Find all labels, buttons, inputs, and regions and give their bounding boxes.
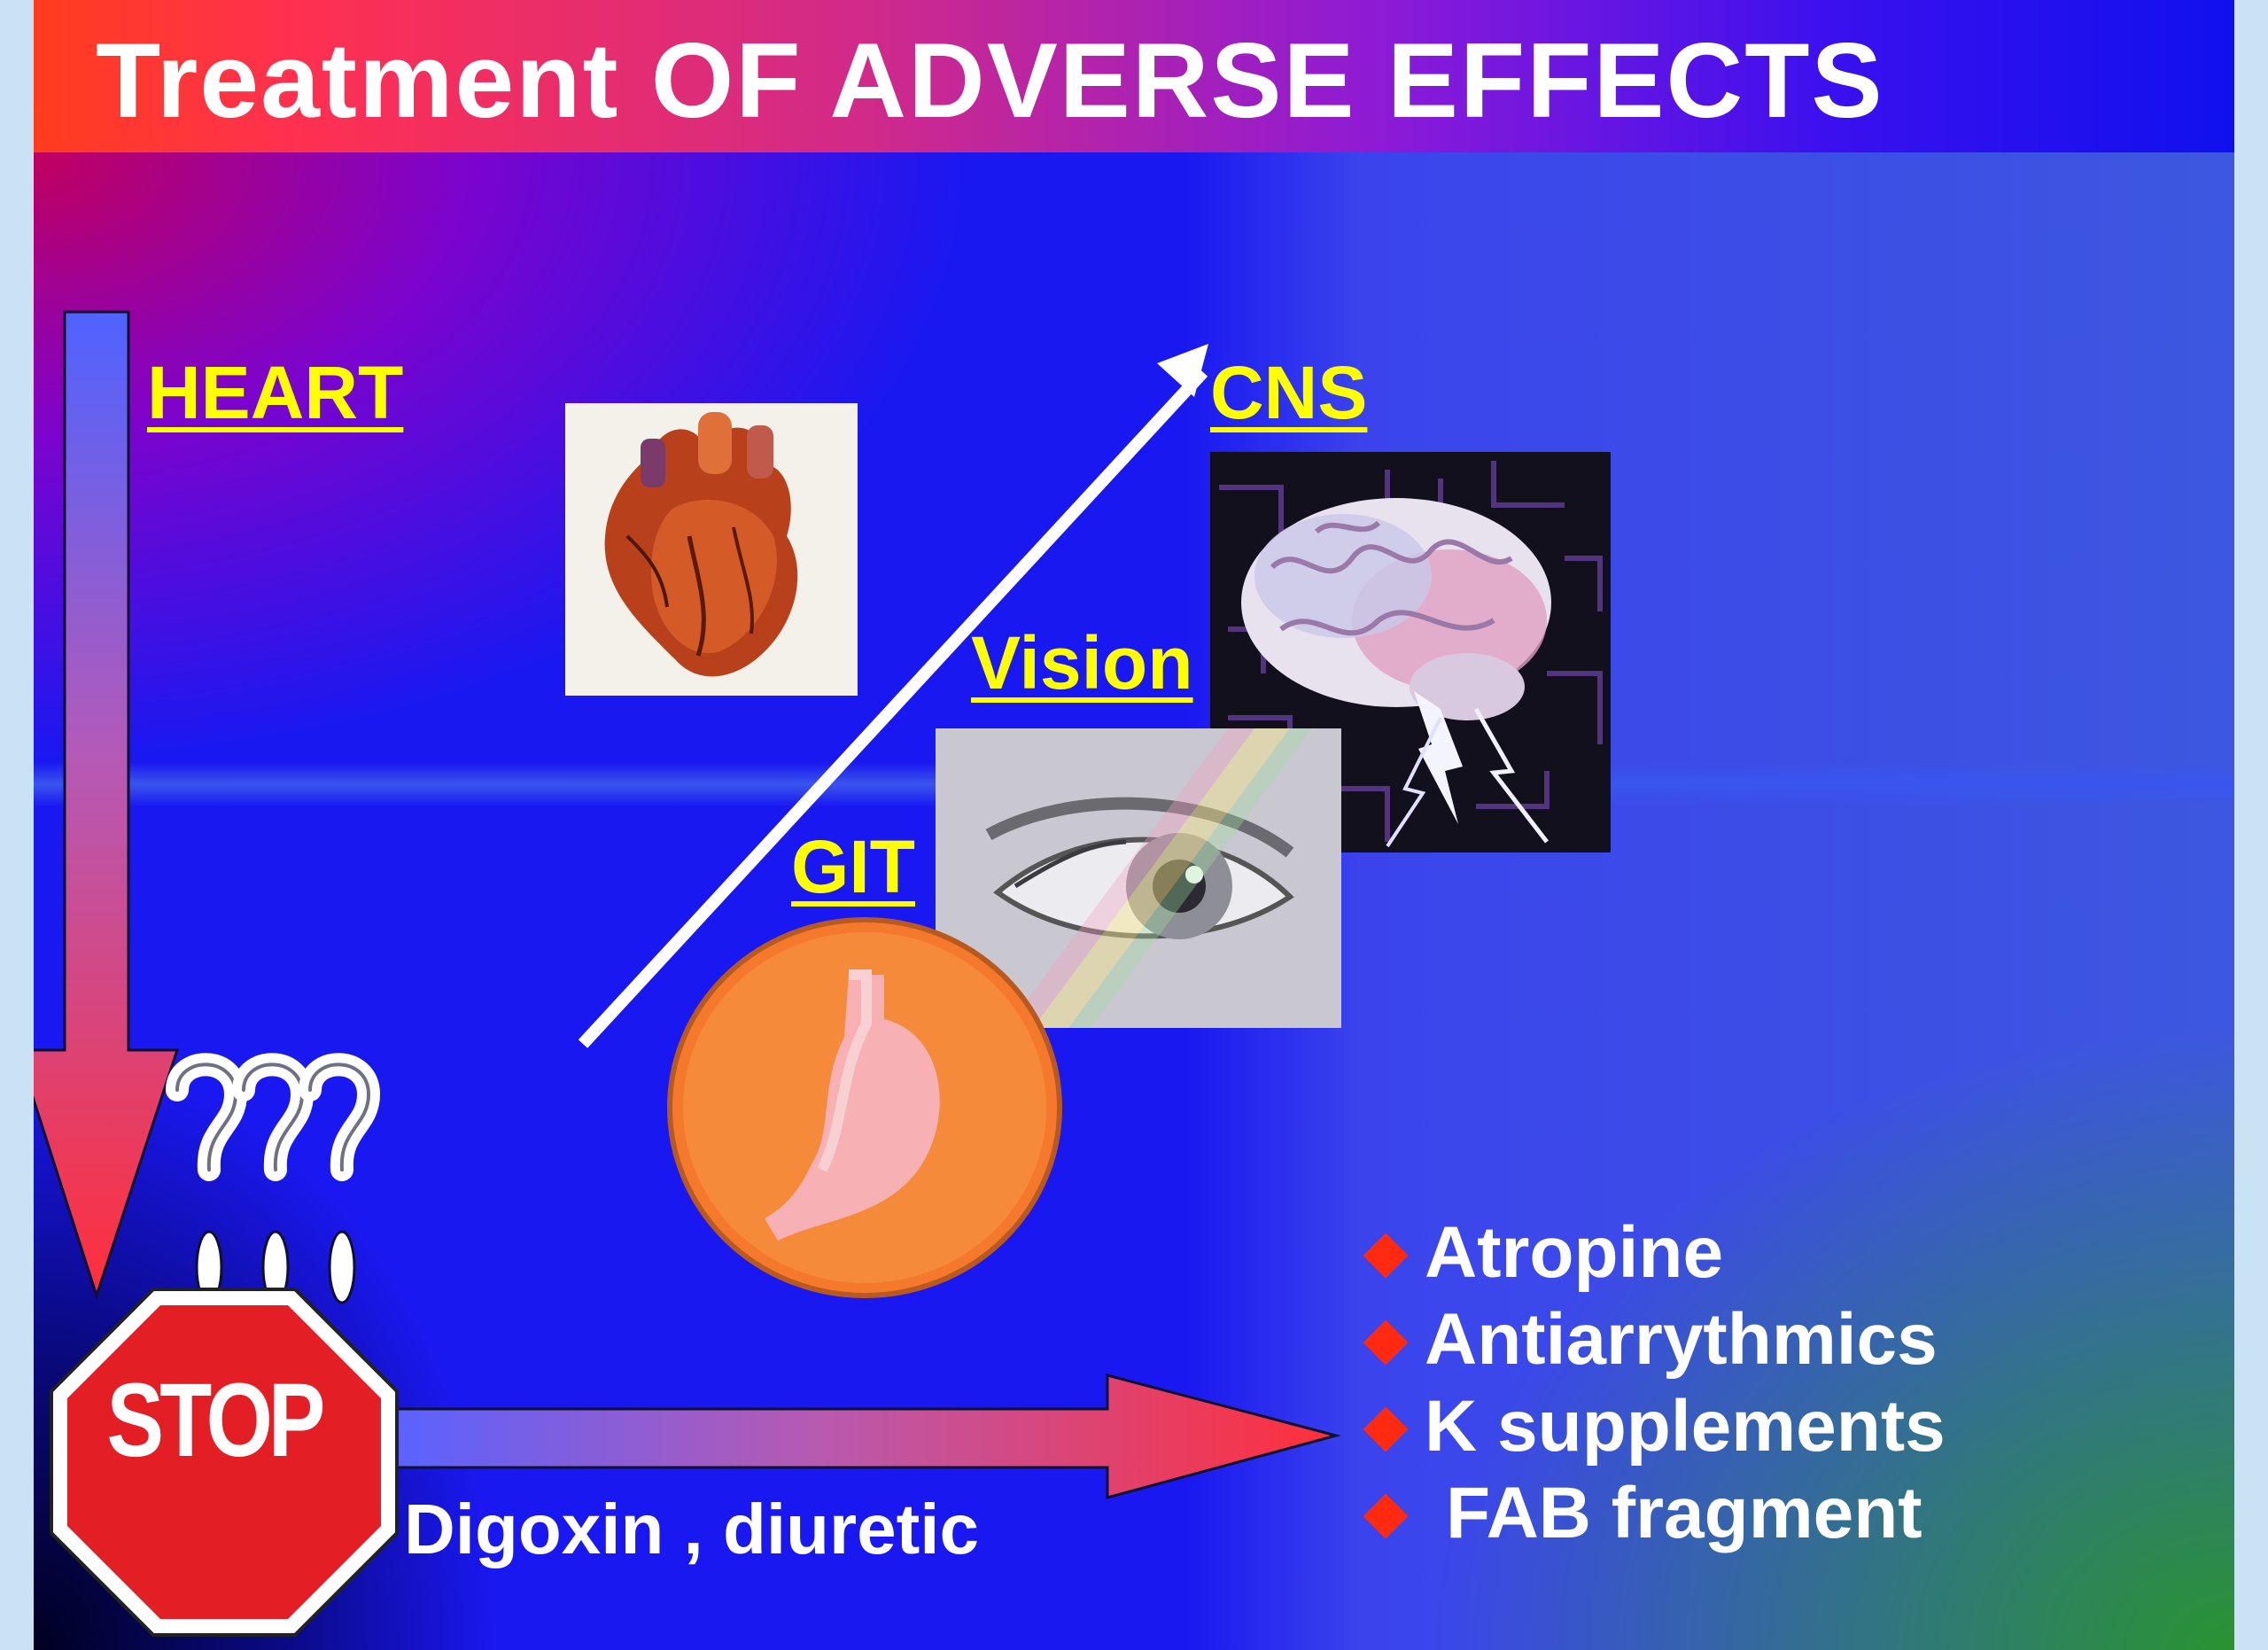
stop-sign-text: STOP [106, 1362, 326, 1479]
bullet-diamond-icon [1363, 1406, 1409, 1452]
horizontal-arrow [395, 1374, 1341, 1499]
treatment-item: FAB fragment [1363, 1470, 1946, 1557]
treatment-item: Antiarrythmics [1363, 1296, 1946, 1383]
vision-label: Vision [971, 621, 1193, 704]
treatment-text: FAB fragment [1446, 1473, 1922, 1553]
vertical-arrow [34, 310, 180, 1300]
slide-title: Treatment OF ADVERSE EFFECTS [96, 21, 1884, 140]
heart-label: HEART [147, 351, 404, 434]
treatment-item: K supplements [1363, 1383, 1946, 1470]
git-label: GIT [791, 825, 915, 908]
question-mark-icon [299, 1053, 381, 1304]
diagram-arrows [34, 310, 1341, 1637]
treatment-item: Atropine [1363, 1210, 1946, 1296]
stomach-icon [663, 913, 1067, 1303]
stop-caption: Digoxin , diuretic [404, 1490, 979, 1568]
stop-sign-icon [50, 1288, 399, 1637]
treatment-list: Atropine Antiarrythmics K supplements FA… [1363, 1210, 1946, 1557]
bullet-diamond-icon [1363, 1319, 1409, 1366]
treatment-text: Antiarrythmics [1425, 1299, 1938, 1380]
bullet-diamond-icon [1363, 1493, 1409, 1539]
bullet-diamond-icon [1363, 1233, 1409, 1279]
diagonal-arrowhead-tip [1157, 344, 1208, 397]
diagonal-arrow-line [578, 368, 1208, 1048]
heart-illustration-icon [565, 403, 858, 696]
treatment-text: Atropine [1425, 1212, 1724, 1293]
question-mark-icon [166, 1053, 248, 1304]
treatment-text: K supplements [1425, 1386, 1946, 1467]
slide: Treatment OF ADVERSE EFFECTS [34, 0, 2234, 1650]
title-bar: Treatment OF ADVERSE EFFECTS [34, 0, 2234, 152]
question-mark-icon [232, 1053, 315, 1304]
cns-label: CNS [1210, 351, 1368, 434]
